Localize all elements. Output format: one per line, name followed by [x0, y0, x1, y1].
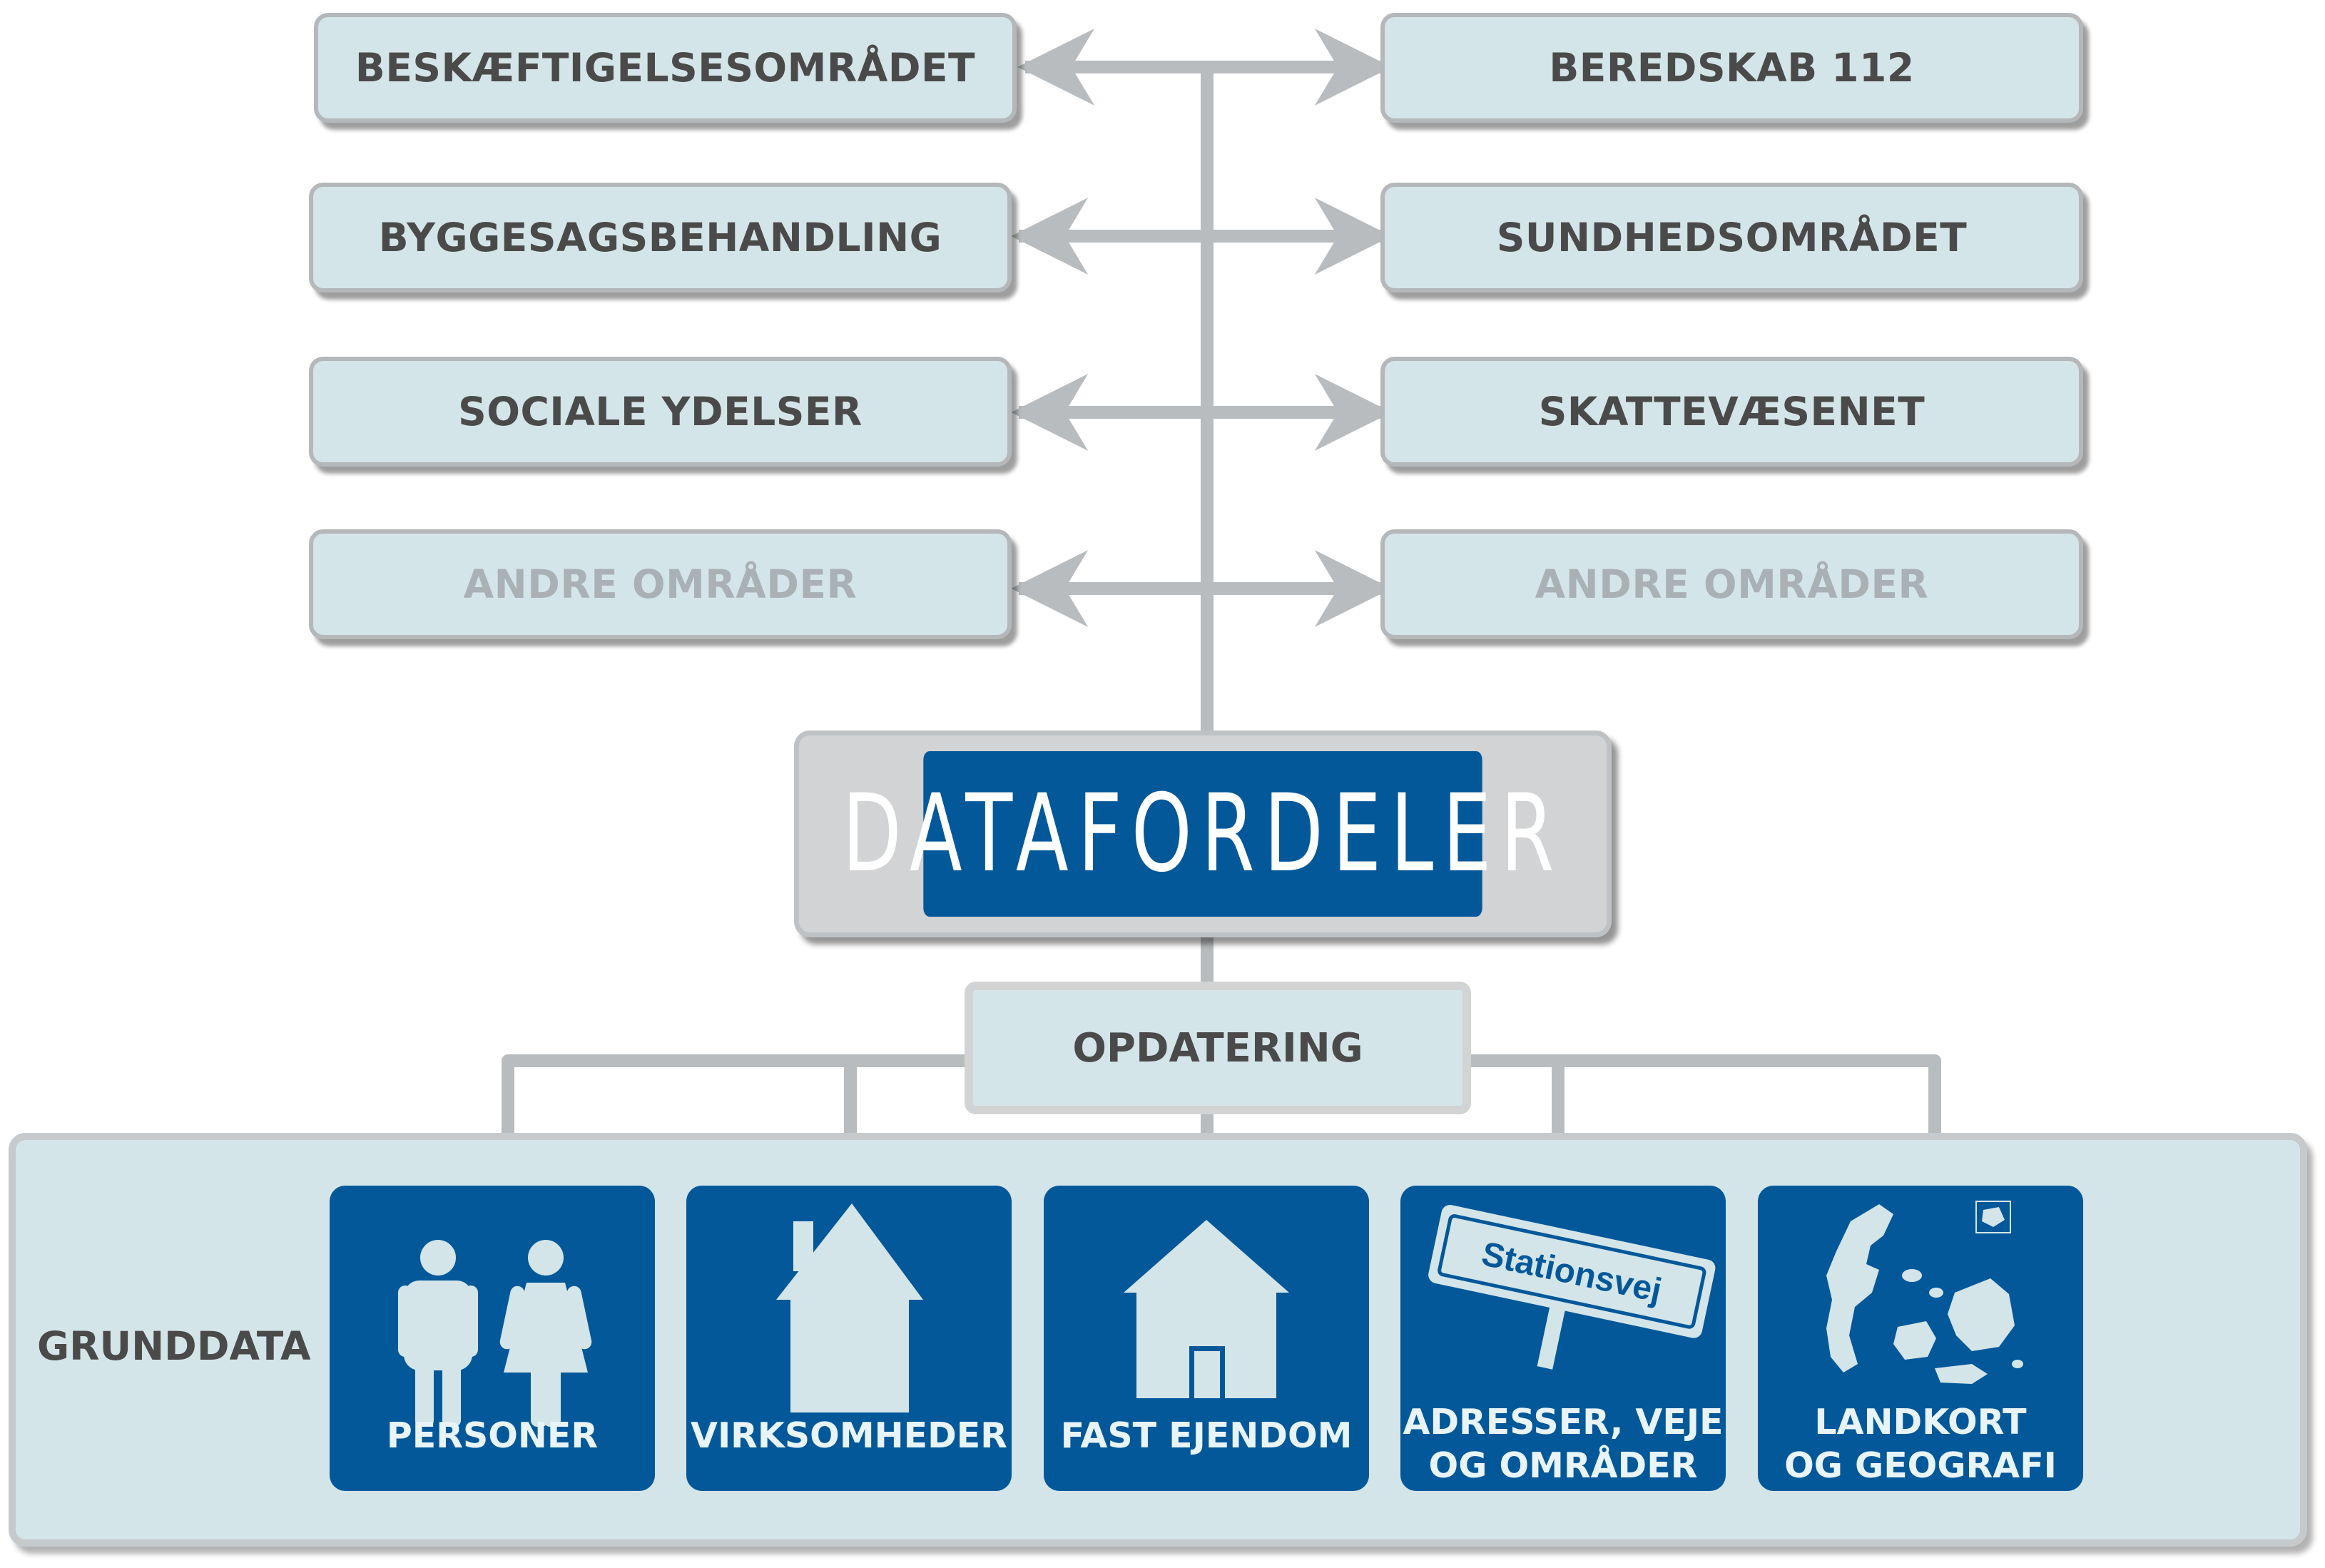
box-andre-omraader-right: ANDRE OMRÅDER	[1380, 529, 2083, 639]
box-label: ANDRE OMRÅDER	[463, 561, 858, 607]
box-byggesag: BYGGESAGSBEHANDLING	[309, 183, 1012, 292]
tile-virksomheder: VIRKSOMHEDER	[686, 1186, 1012, 1491]
tile-label-line2: OG GEOGRAFI	[1784, 1445, 2057, 1486]
opdatering-label: OPDATERING	[1072, 1024, 1363, 1071]
hub-label: DATAFORDELER	[843, 751, 1554, 917]
tile-fast-ejendom: FAST EJENDOM	[1044, 1186, 1369, 1491]
datafordeler-hub: DATAFORDELER	[794, 730, 1612, 937]
box-label: BEREDSKAB 112	[1549, 45, 1915, 91]
box-andre-omraader-left: ANDRE OMRÅDER	[309, 529, 1012, 639]
tile-label: ADRESSER, VEJE	[1403, 1402, 1724, 1442]
box-beskaeftigelse: BESKÆFTIGELSESOMRÅDET	[314, 13, 1017, 123]
opdatering-box: OPDATERING	[965, 982, 1471, 1114]
box-label: BESKÆFTIGELSESOMRÅDET	[355, 45, 976, 91]
tile-label: PERSONER	[386, 1415, 599, 1456]
house-icon	[1124, 1220, 1289, 1398]
tile-label: VIRKSOMHEDER	[691, 1415, 1007, 1456]
tile-landkort: LANDKORT OG GEOGRAFI	[1758, 1186, 2083, 1491]
box-label: BYGGESAGSBEHANDLING	[378, 215, 942, 260]
street-sign-icon: Stationsvej	[1428, 1205, 1716, 1370]
people-icon	[398, 1240, 592, 1427]
tile-label: FAST EJENDOM	[1060, 1415, 1353, 1456]
box-sundhed: SUNDHEDSOMRÅDET	[1380, 183, 2083, 292]
tile-personer: PERSONER	[330, 1186, 655, 1491]
box-label: SKATTEVÆSENET	[1538, 389, 1925, 434]
grunddata-label: GRUNDDATA	[37, 1323, 311, 1369]
tile-label-line2: OG OMRÅDER	[1428, 1445, 1698, 1486]
box-sociale-ydelser: SOCIALE YDELSER	[309, 357, 1012, 467]
tile-adresser: Stationsvej ADRESSER, VEJE OG OMRÅDER	[1400, 1186, 1726, 1491]
denmark-map-icon	[1826, 1201, 2023, 1384]
tile-label: LANDKORT	[1814, 1402, 2027, 1442]
box-label: SUNDHEDSOMRÅDET	[1496, 215, 1968, 260]
box-label: ANDRE OMRÅDER	[1535, 561, 1929, 607]
box-skattevaesenet: SKATTEVÆSENET	[1380, 357, 2083, 467]
box-beredskab: BEREDSKAB 112	[1380, 13, 2083, 123]
building-icon	[776, 1203, 923, 1412]
box-label: SOCIALE YDELSER	[458, 389, 863, 434]
